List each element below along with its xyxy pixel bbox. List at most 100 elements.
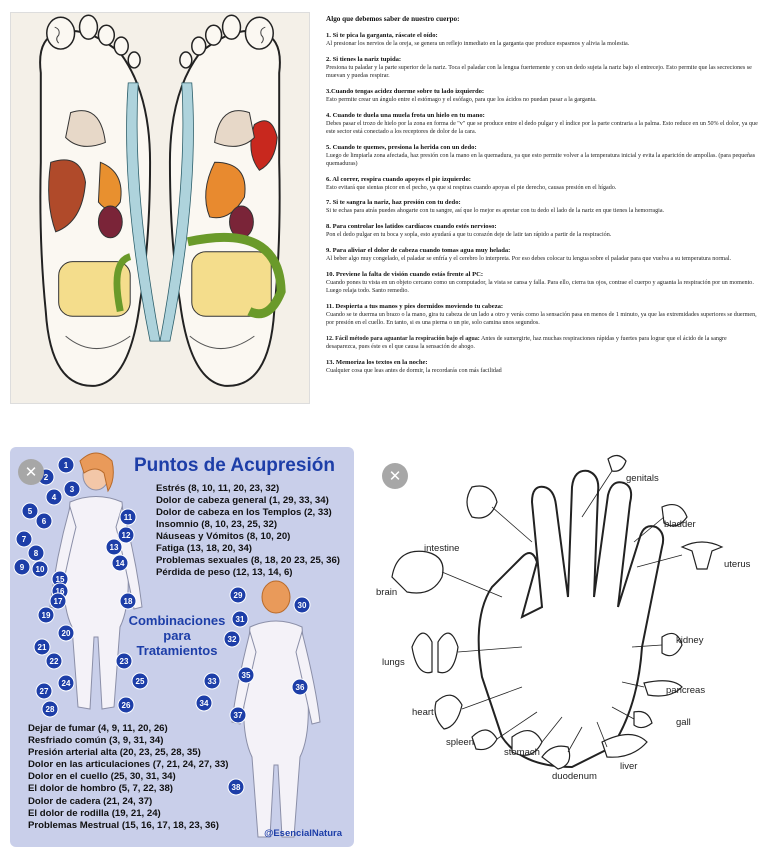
acupressure-point-label: 16 <box>56 587 65 596</box>
acupressure-point-marker <box>35 682 53 700</box>
acupressure-point-label: 25 <box>136 677 145 686</box>
foot-reflexology-image <box>10 12 310 404</box>
label-bladder: bladder <box>664 519 696 530</box>
tip-item: 9. Para aliviar el dolor de cabeza cuand… <box>326 247 758 263</box>
symptom-item: Dolor de cabeza en los Templos (2, 33) <box>156 507 332 518</box>
tip-title: 3.Cuando tengas acidez duerme sobre tu l… <box>326 87 485 95</box>
close-icon[interactable]: ✕ <box>18 459 44 485</box>
acupressure-point-label: 32 <box>228 635 237 644</box>
symptom-item: Insomnio (8, 10, 23, 25, 32) <box>156 519 278 530</box>
tip-body: Luego de limpiarla zona afectada, haz pr… <box>326 152 756 167</box>
symptom-list: Estrés (8, 10, 11, 20, 23, 32) Dolor de … <box>156 483 340 579</box>
label-liver: liver <box>620 761 638 772</box>
acupressure-point-marker <box>131 672 149 690</box>
article-text: Algo que debemos saber de nuestro cuerpo… <box>326 12 758 412</box>
acupressure-point-label: 29 <box>234 591 243 600</box>
acupressure-point-label: 8 <box>34 549 39 558</box>
acupressure-point-label: 1 <box>64 461 69 470</box>
acupressure-point-marker <box>223 630 241 648</box>
acupressure-point-label: 6 <box>42 517 47 526</box>
acupressure-point-label: 24 <box>62 679 71 688</box>
combination-item: Dolor en las articulaciones (7, 21, 24, … <box>28 759 229 771</box>
acupressure-title: Puntos de Acupresión <box>134 455 335 476</box>
tip-item: 13. Memoriza los textos en la noche: Cua… <box>326 359 758 375</box>
acupressure-point-label: 30 <box>298 601 307 610</box>
tip-title: 4. Cuando te duela una muela frota un hi… <box>326 111 485 119</box>
acupressure-point-label: 10 <box>36 565 45 574</box>
label-heart: heart <box>412 707 434 718</box>
article-intro: Algo que debemos saber de nuestro cuerpo… <box>326 15 460 23</box>
tip-item: 1. Si te pica la garganta, ráscate el oí… <box>326 32 758 48</box>
label-kidney: kidney <box>676 635 704 646</box>
combination-list: Dejar de fumar (4, 9, 11, 20, 26) Resfri… <box>28 723 229 832</box>
tip-title: 13. Memoriza los textos en la noche: <box>326 358 428 366</box>
tip-title: 6. Al correr, respira cuando apoyes el p… <box>326 175 471 183</box>
tip-title-inline: 12. Fácil método para aguantar la respir… <box>326 335 480 342</box>
acupressure-point-marker <box>35 512 53 530</box>
acupressure-point-marker <box>105 538 123 556</box>
tip-body: Al presionar los nervios de la oreja, se… <box>326 41 630 47</box>
combinations-heading-line: para <box>163 628 191 643</box>
tip-item: 8. Para controlar los latidos cardíacos … <box>326 223 758 239</box>
acupressure-point-label: 5 <box>28 507 33 516</box>
combinations-heading-line: Tratamientos <box>136 643 218 658</box>
combination-item: Problemas Mestrual (15, 16, 17, 18, 23, … <box>28 819 219 831</box>
tip-body: Cuando pones tu vista en un objeto cerca… <box>326 279 754 294</box>
acupressure-point-label: 21 <box>38 643 47 652</box>
tip-item: 7. Si te sangra la nariz, haz presión co… <box>326 199 758 215</box>
acupressure-point-label: 33 <box>208 677 217 686</box>
acupressure-point-label: 31 <box>236 615 245 624</box>
acupressure-point-marker <box>63 480 81 498</box>
label-brain: brain <box>376 587 398 598</box>
acupressure-point-label: 11 <box>124 513 133 522</box>
tip-item: 6. Al correr, respira cuando apoyes el p… <box>326 176 758 192</box>
tip-body: Pon el dedo pulgar en tu boca y sopla, e… <box>326 232 612 239</box>
acupressure-point-label: 34 <box>200 699 209 708</box>
acupressure-point-marker <box>13 558 31 576</box>
symptom-item: Fatiga (13, 18, 20, 34) <box>156 543 252 554</box>
acupressure-point-label: 37 <box>234 711 243 720</box>
tip-item: 3.Cuando tengas acidez duerme sobre tu l… <box>326 88 758 104</box>
tip-item: 10. Previene la falta de visión cuando e… <box>326 271 758 295</box>
acupressure-point-marker <box>45 652 63 670</box>
acupressure-point-marker <box>57 456 75 474</box>
tip-body: Al beber algo muy congelado, el paladar … <box>326 255 732 262</box>
symptom-item: Problemas sexuales (8, 18, 20 23, 25, 36… <box>156 555 340 566</box>
tip-body: Esto permite crear un ángulo entre el es… <box>326 96 597 103</box>
label-duodenum: duodenum <box>552 771 597 782</box>
tip-item: 5. Cuando te quemes, presiona la herida … <box>326 144 758 168</box>
label-spleen: spleen <box>446 737 474 748</box>
acupressure-point-marker <box>119 592 137 610</box>
label-intestine: intestine <box>424 543 460 554</box>
symptom-item: Dolor de cabeza general (1, 29, 33, 34) <box>156 495 329 506</box>
acupressure-point-label: 12 <box>122 531 131 540</box>
tip-title: 10. Previene la falta de visión cuando e… <box>326 270 484 278</box>
tip-item: 4. Cuando te duela una muela frota un hi… <box>326 112 758 136</box>
acupressure-point-marker <box>41 700 59 718</box>
combination-item: Dolor en el cuello (25, 30, 31, 34) <box>28 771 176 783</box>
acupressure-point-marker <box>57 624 75 642</box>
acupressure-point-marker <box>117 526 135 544</box>
acupressure-point-marker <box>111 554 129 572</box>
label-pancreas: pancreas <box>666 685 706 696</box>
acupressure-point-marker <box>45 488 63 506</box>
label-genitals: genitals <box>626 473 659 484</box>
tip-title: 5. Cuando te quemes, presiona la herida … <box>326 143 477 151</box>
combination-item: El dolor de hombro (5, 7, 22, 38) <box>28 783 174 795</box>
hand-reflexology-illustration <box>391 454 724 770</box>
acupressure-point-marker <box>291 678 309 696</box>
label-gall: gall <box>676 717 691 728</box>
acupressure-point-marker <box>115 652 133 670</box>
symptom-item: Estrés (8, 10, 11, 20, 23, 32) <box>156 483 280 494</box>
acupressure-point-marker <box>27 544 45 562</box>
brand-watermark: @EsencialNatura <box>264 828 342 839</box>
acupressure-point-label: 4 <box>52 493 57 502</box>
label-lungs: lungs <box>382 657 405 668</box>
acupressure-point-marker <box>21 502 39 520</box>
acupressure-point-label: 19 <box>42 611 51 620</box>
close-icon[interactable]: ✕ <box>382 463 408 489</box>
label-stomach: stomach <box>504 747 540 758</box>
acupressure-point-label: 27 <box>40 687 49 696</box>
acupressure-point-marker <box>37 606 55 624</box>
